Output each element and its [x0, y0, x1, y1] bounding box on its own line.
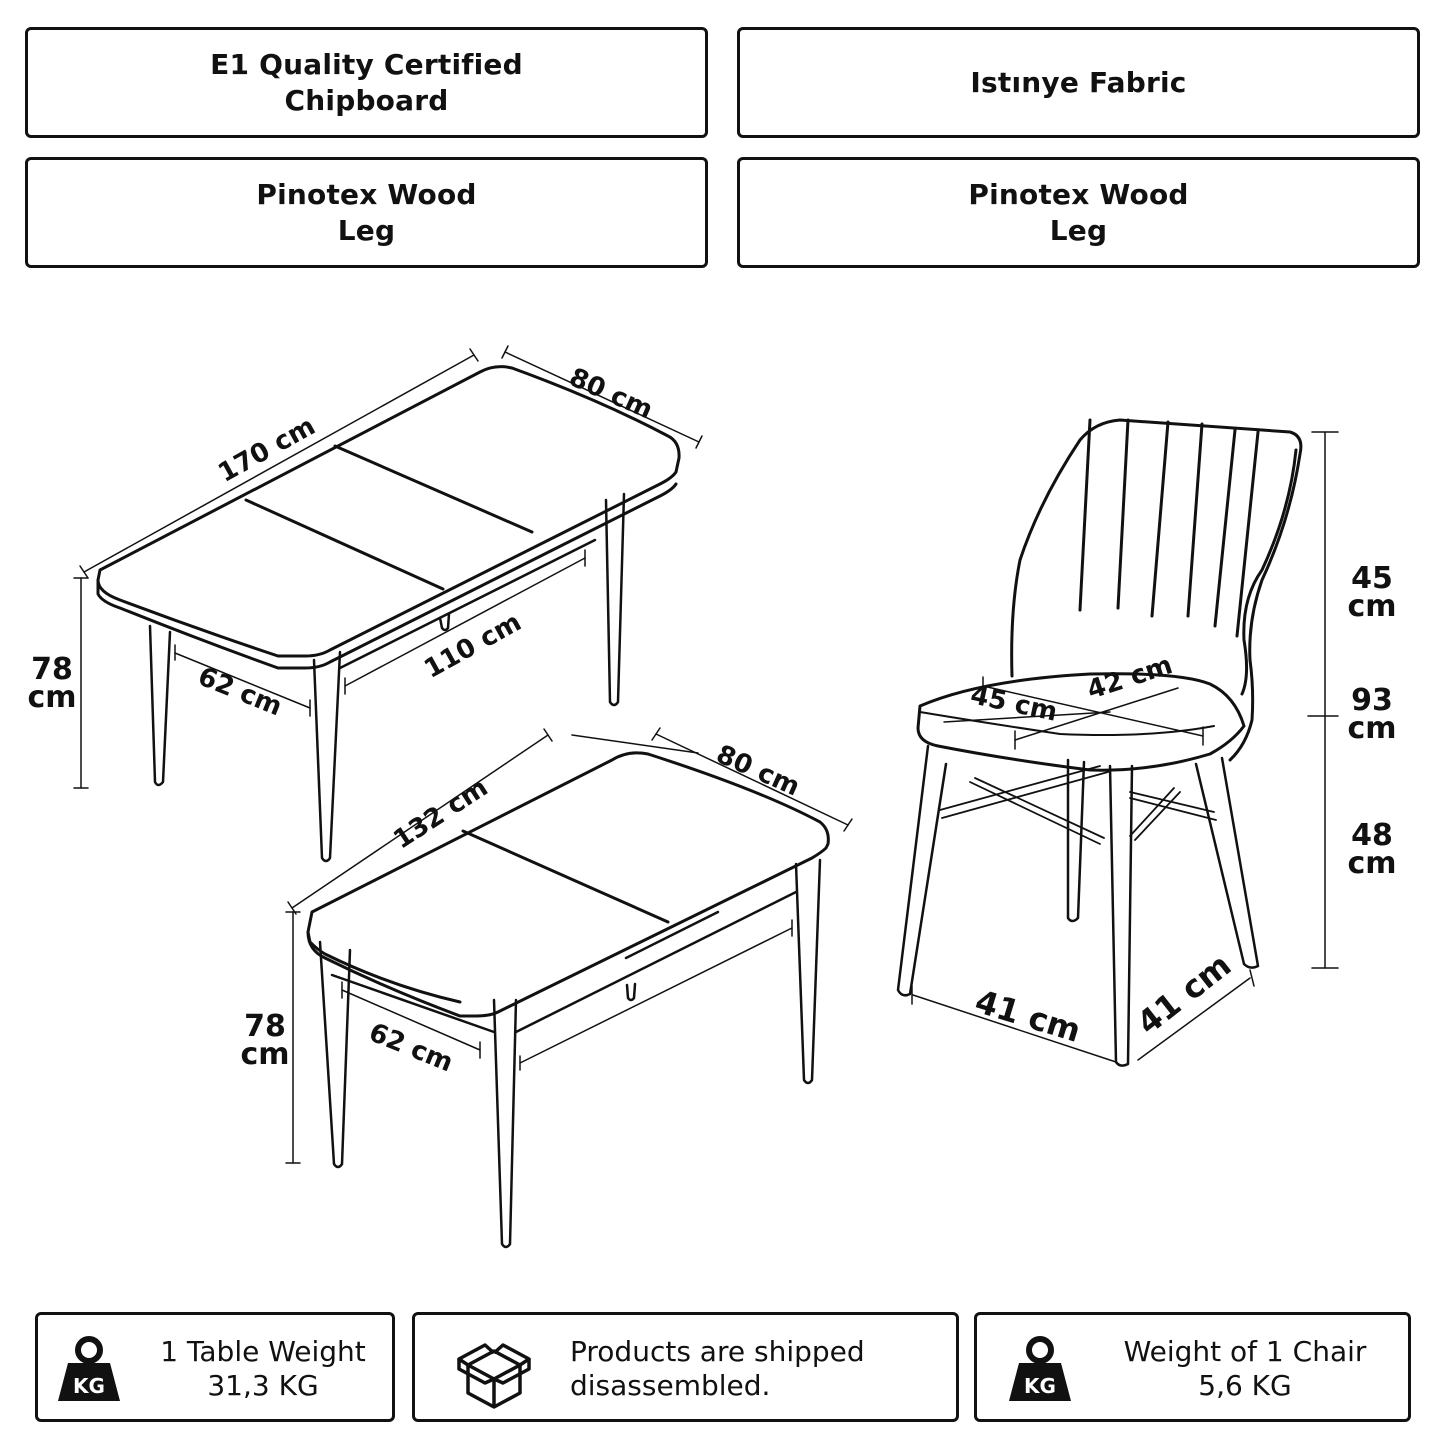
info-shipping: Products are shipped disassembled.	[412, 1312, 959, 1422]
height-value: 78	[31, 652, 73, 687]
shipping-line-1: Products are shipped	[570, 1335, 865, 1368]
chair-weight-value: 5,6 KG	[1198, 1369, 1292, 1402]
feature-label: E1 Quality Certified	[210, 47, 523, 81]
chair-drawing	[896, 418, 1303, 1067]
closed-table-drawing	[306, 751, 830, 1249]
chair-dimension-lines	[911, 431, 1339, 1063]
height-value: 78	[244, 1009, 286, 1044]
chair-braces	[939, 765, 1217, 845]
height-value: 93	[1351, 683, 1393, 718]
height-unit: cm	[27, 680, 77, 715]
svg-text:KG: KG	[1024, 1374, 1056, 1398]
height-unit: cm	[240, 1037, 290, 1072]
feature-label: Istınye Fabric	[970, 65, 1187, 99]
open-box-icon	[457, 1343, 531, 1409]
chair-weight-title: Weight of 1 Chair	[1123, 1335, 1367, 1368]
height-value: 48	[1351, 818, 1393, 853]
shipping-line-2: disassembled.	[570, 1369, 771, 1402]
extended-table-dimension-lines	[73, 345, 703, 789]
feature-label: Leg	[1049, 213, 1108, 247]
feature-label: Leg	[337, 213, 396, 247]
feature-chair-fabric: Istınye Fabric	[737, 27, 1420, 138]
kg-weight-icon: KG	[58, 1336, 120, 1401]
height-value: 45	[1351, 561, 1393, 596]
feature-label: Pinotex Wood	[968, 177, 1189, 211]
info-table-weight: KG 1 Table Weight 31,3 KG	[35, 1312, 395, 1422]
feature-label: Chipboard	[284, 83, 449, 117]
table-weight-title: 1 Table Weight	[160, 1335, 366, 1368]
height-unit: cm	[1347, 589, 1397, 624]
info-chair-weight: KG Weight of 1 Chair 5,6 KG	[974, 1312, 1411, 1422]
closed-table-dimension-lines	[285, 727, 853, 1164]
kg-weight-icon: KG	[1009, 1336, 1071, 1401]
height-unit: cm	[1347, 711, 1397, 746]
svg-text:KG: KG	[73, 1374, 105, 1398]
table-weight-value: 31,3 KG	[207, 1369, 319, 1402]
extended-table-drawing	[96, 365, 681, 863]
height-unit: cm	[1347, 846, 1397, 881]
feature-label: Pinotex Wood	[256, 177, 477, 211]
